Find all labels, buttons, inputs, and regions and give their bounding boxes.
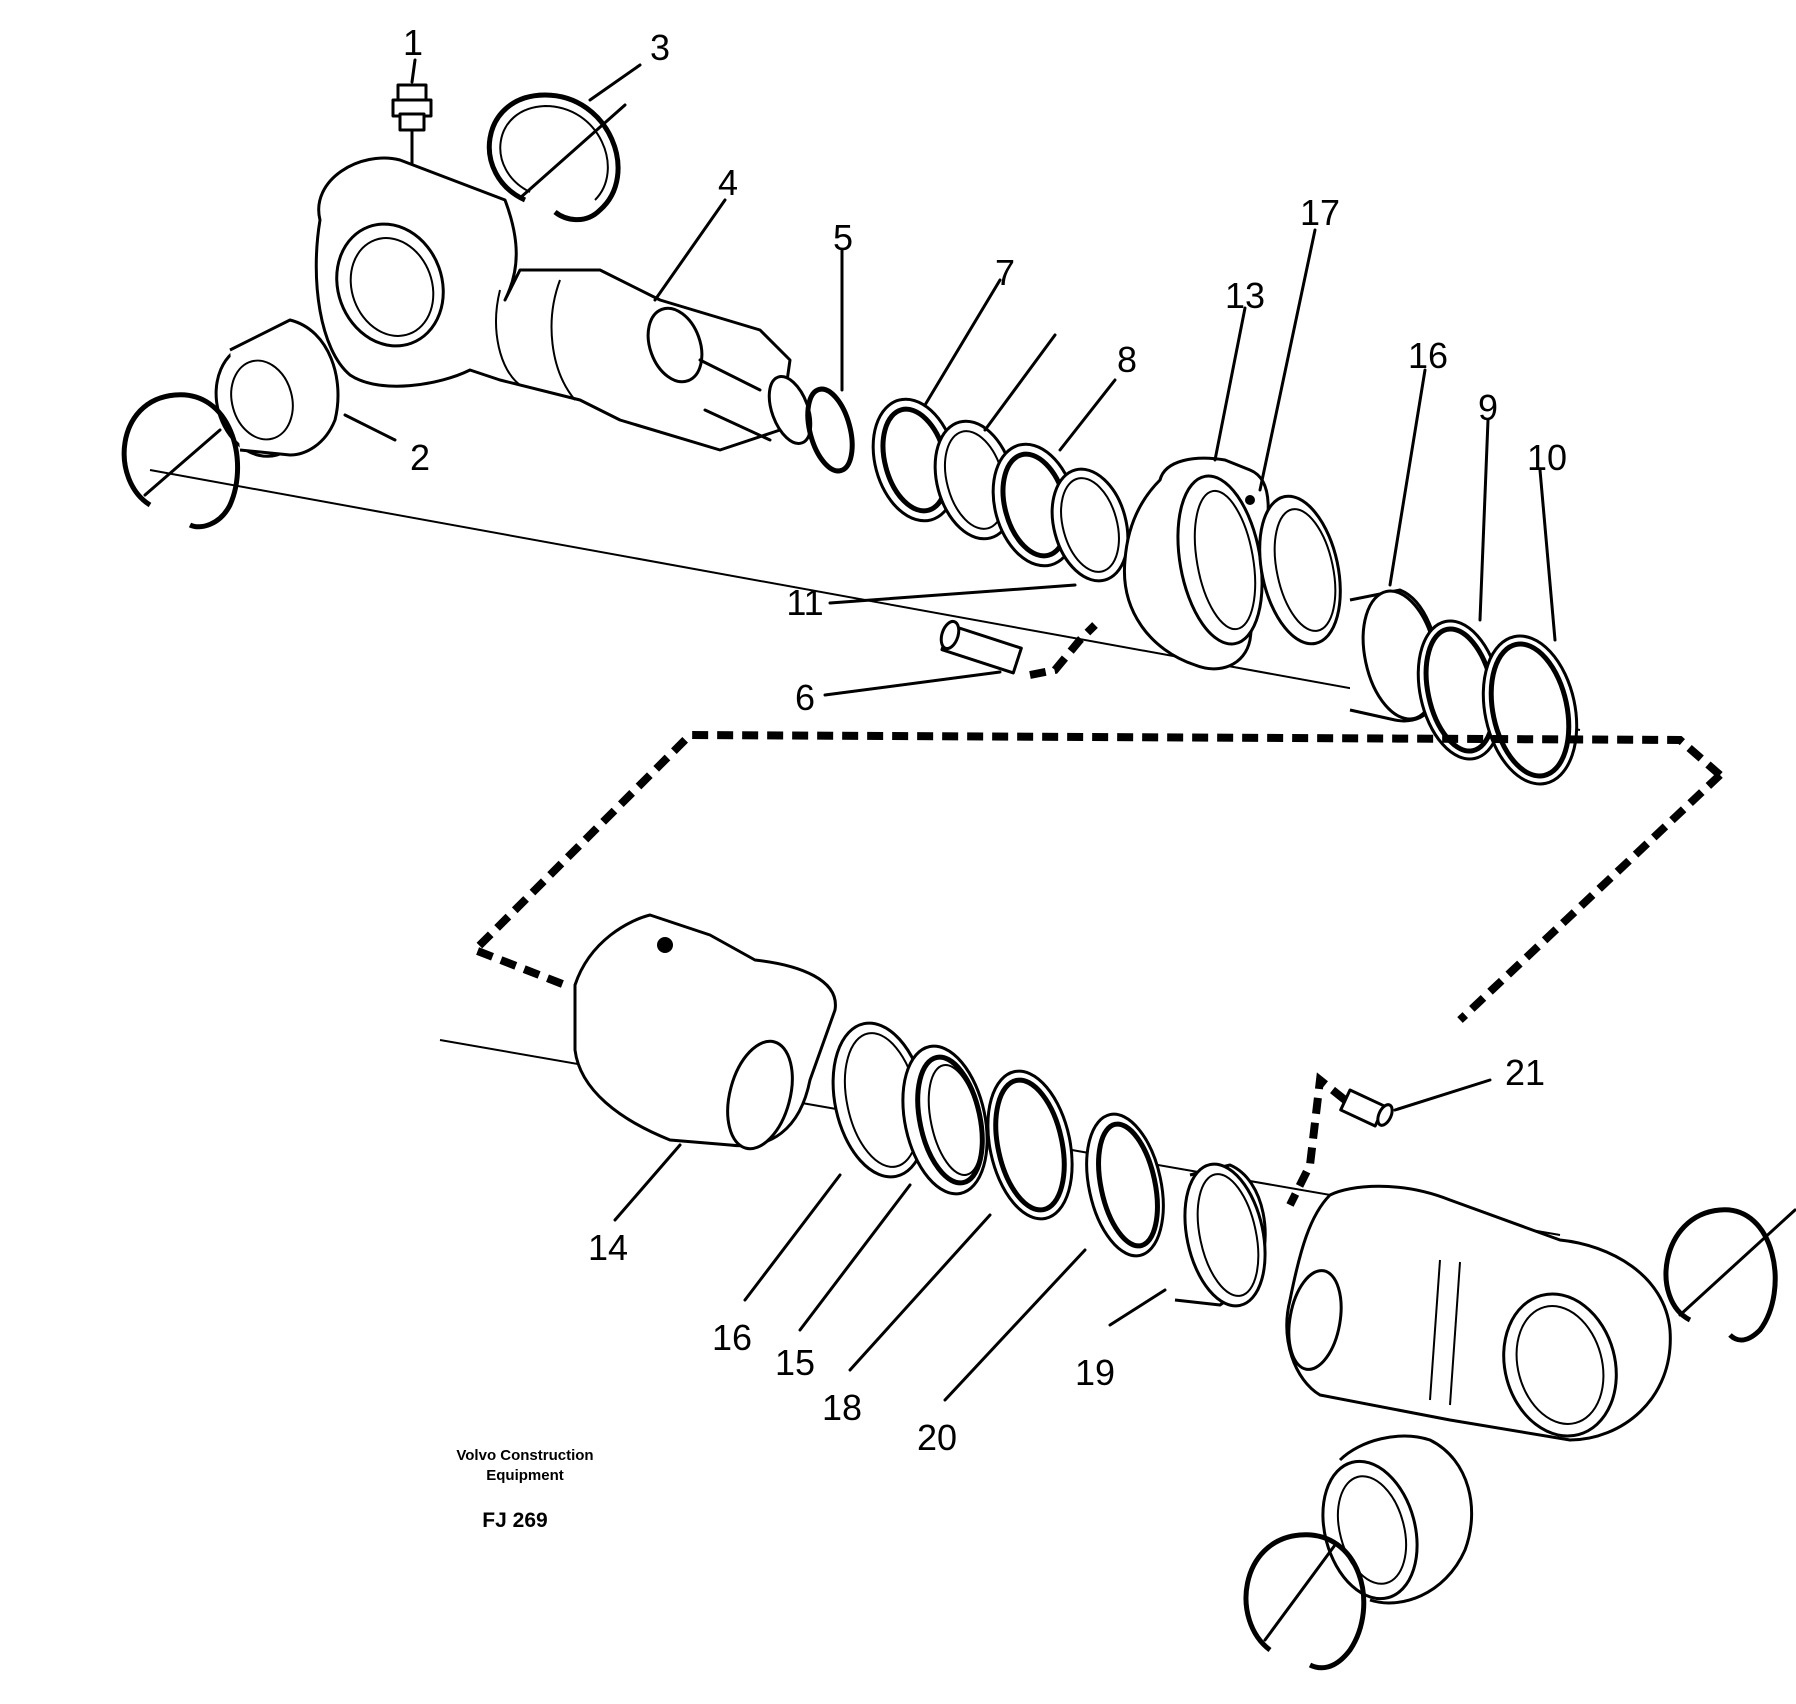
caption-line-1: Volvo Construction (456, 1447, 593, 1464)
ring-17 (1258, 494, 1342, 646)
callout-6: 6 (795, 677, 815, 718)
callout-13: 13 (1225, 275, 1265, 316)
spherical-bearing-lower (1321, 1434, 1473, 1605)
callout-20: 20 (917, 1417, 957, 1458)
callout-15: 15 (775, 1342, 815, 1383)
callout-17: 17 (1300, 192, 1340, 233)
callout-21: 21 (1505, 1052, 1545, 1093)
callout-1: 1 (403, 22, 423, 63)
grease-nipple-21 (1339, 1088, 1394, 1128)
callout-5: 5 (833, 217, 853, 258)
assembly-path-frame (467, 730, 1723, 989)
caption-line-2: Equipment (486, 1467, 564, 1484)
callout-2: 2 (410, 437, 430, 478)
callout-10: 10 (1527, 437, 1567, 478)
callout-19: 19 (1075, 1352, 1115, 1393)
seal-5 (805, 386, 855, 474)
head-screw-hole (1245, 495, 1255, 505)
ring-18 (986, 1069, 1074, 1221)
seal-20 (1085, 1112, 1165, 1258)
circlip-lower-left (1243, 1532, 1367, 1671)
figure-code: FJ 269 (482, 1509, 547, 1532)
callout-11: 11 (786, 582, 823, 623)
ring-11 (1050, 467, 1130, 583)
nut-19 (1174, 1162, 1267, 1308)
cylinder-bottom-eye (1285, 1184, 1672, 1442)
cylinder-tube-14 (573, 913, 837, 1151)
circlip-lower-right (1663, 1207, 1796, 1343)
cylinder-head-13 (1122, 456, 1270, 671)
callout-7: 7 (995, 252, 1015, 293)
piston-rod-eye (314, 156, 813, 452)
callout-8: 8 (1117, 339, 1137, 380)
screw-6-assembly-path (1029, 622, 1098, 679)
callout-18: 18 (822, 1387, 862, 1428)
assembly-path-right (1457, 772, 1723, 1023)
callout-9: 9 (1478, 387, 1498, 428)
circlip-3 (486, 92, 627, 223)
callout-16-lower: 16 (712, 1317, 752, 1358)
ring-10 (1481, 634, 1579, 786)
leader-lines (343, 58, 1557, 1402)
tube-port-hole (657, 937, 673, 953)
piston-15 (901, 1044, 989, 1196)
callout-16-upper: 16 (1408, 335, 1448, 376)
callout-3: 3 (650, 27, 670, 68)
screw-6 (939, 619, 1023, 675)
callout-4: 4 (718, 162, 738, 203)
circlip-left (121, 392, 240, 530)
spherical-bearing-2 (214, 318, 340, 458)
callout-14: 14 (588, 1227, 628, 1268)
grease-nipple-21-path (1286, 1072, 1348, 1207)
